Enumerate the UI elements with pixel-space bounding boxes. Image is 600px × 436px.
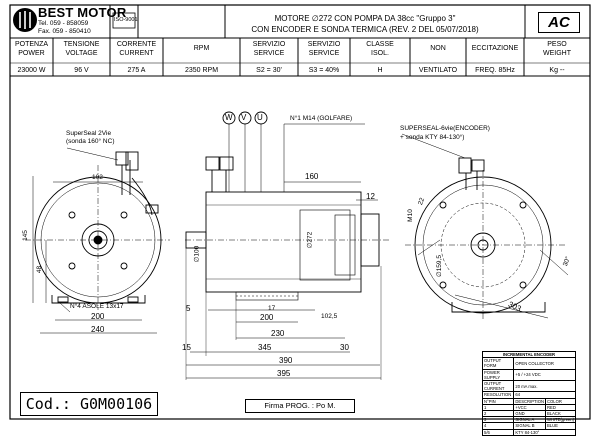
table-cell: OPEN COLLECTOR	[513, 357, 576, 370]
table-cell: 5/6	[481, 428, 515, 436]
dim-5: 5	[186, 304, 191, 313]
dim-200-left: 200	[91, 312, 105, 321]
encoder-table-title: INCREMENTAL ENCODER	[482, 350, 576, 359]
table-cell: 2	[481, 410, 515, 418]
dim-102: 102	[92, 174, 103, 181]
brand-name: BEST MOTOR	[38, 5, 127, 20]
table-cell: OUTPUT FORM	[481, 357, 515, 370]
encoder-note-2: + sonda KTY 84-130°)	[400, 134, 465, 141]
logo-mark	[13, 8, 37, 32]
table-cell: RED	[545, 403, 576, 412]
spec-value: 23000 W	[17, 67, 46, 74]
table-cell: 1	[481, 403, 515, 412]
dim-160: 160	[305, 172, 319, 181]
dim-d1595: ∅159,5	[435, 255, 443, 277]
dim-17: 17	[268, 305, 276, 312]
dim-102-5: 102,5	[321, 313, 338, 320]
drawing-title: MOTORE ∅272 CON POMPA DA 38cc "Gruppo 3"…	[225, 13, 505, 35]
table-cell: 20 mA max.	[513, 379, 576, 393]
dim-15: 15	[182, 343, 191, 352]
table-cell: POWER SUPPLY	[481, 368, 515, 382]
table-cell: BLACK	[545, 410, 576, 418]
ac-badge: AC	[538, 12, 580, 33]
table-row: POWER SUPPLY+5 / +24 VDC	[481, 368, 576, 382]
tel-number: Tel. 059 - 858059	[38, 20, 89, 27]
connector-note-1: SuperSeal 2Vie	[66, 130, 112, 137]
spec-label: NON	[430, 45, 446, 52]
dim-12: 12	[366, 192, 375, 201]
spec-value: 96 V	[74, 67, 89, 74]
dim-345: 345	[258, 343, 272, 352]
phase-w: W	[225, 113, 233, 122]
asole-note: N°4 ASOLE 13x17	[70, 303, 124, 310]
table-header: COLOR	[545, 397, 576, 405]
table-cell: OUTPUT CURRENT	[481, 379, 515, 393]
table-cell: RESOLUTION	[481, 391, 515, 399]
fax-number: Fax. 059 - 850410	[38, 27, 91, 35]
dim-200-center: 200	[260, 313, 274, 322]
dim-145: 145	[21, 230, 29, 241]
dim-390: 390	[279, 356, 293, 365]
dim-m10: M10	[406, 209, 414, 222]
phase-u: U	[257, 113, 263, 122]
table-cell: WHITE(green)	[545, 416, 576, 424]
title-line-2: CON ENCODER E SONDA TERMICA (REV. 2 DEL …	[251, 25, 479, 34]
table-cell: KTY 84-130°	[513, 428, 576, 436]
spec-label: RPM	[193, 45, 210, 52]
encoder-note-1: SUPERSEAL-6vie(ENCODER)	[400, 125, 490, 132]
spec-value: S3 = 40%	[308, 67, 340, 74]
dim-d272: ∅272	[306, 231, 314, 249]
table-header: N°PIN	[481, 397, 515, 405]
spec-value: 275 A	[127, 67, 146, 74]
table-header: DESCRIPTION	[513, 397, 546, 405]
contact-info: Tel. 059 - 858059 Fax. 059 - 850410	[38, 20, 91, 35]
spec-value: S2 = 30'	[256, 67, 282, 74]
golfare-note: N°1 M14 (GOLFARE)	[290, 115, 353, 122]
drawing-sheet: BEST MOTOR Tel. 059 - 858059 Fax. 059 - …	[9, 4, 591, 436]
cert-mark: ISO-9001	[114, 17, 138, 23]
table-cell: 64	[513, 391, 576, 399]
drawing-lines	[9, 4, 591, 420]
dim-240: 240	[91, 325, 105, 334]
table-cell: 3	[481, 416, 515, 424]
spec-value: VENTILATO	[418, 67, 458, 74]
spec-value: Kg --	[549, 67, 565, 74]
table-cell: +5 / +24 VDC	[513, 368, 576, 382]
dim-30: 30	[340, 343, 349, 352]
spec-value: FREQ. 85Hz	[475, 67, 515, 74]
phase-v: V	[241, 113, 247, 122]
dim-48: 48	[36, 265, 44, 274]
spec-label: ECCITAZIONE	[471, 45, 519, 52]
spec-value: H	[377, 67, 383, 74]
dim-d100: ∅100	[193, 245, 201, 263]
connector-note-2: (sonda 160° NC)	[66, 138, 115, 145]
dim-395: 395	[277, 369, 291, 378]
firma-prog: Firma PROG. : Po M.	[245, 399, 355, 413]
spec-value: 2350 RPM	[184, 67, 219, 74]
dim-230: 230	[271, 329, 285, 338]
title-line-1: MOTORE ∅272 CON POMPA DA 38cc "Gruppo 3"	[274, 14, 456, 23]
product-code: Cod.: G0M00106	[20, 392, 158, 416]
